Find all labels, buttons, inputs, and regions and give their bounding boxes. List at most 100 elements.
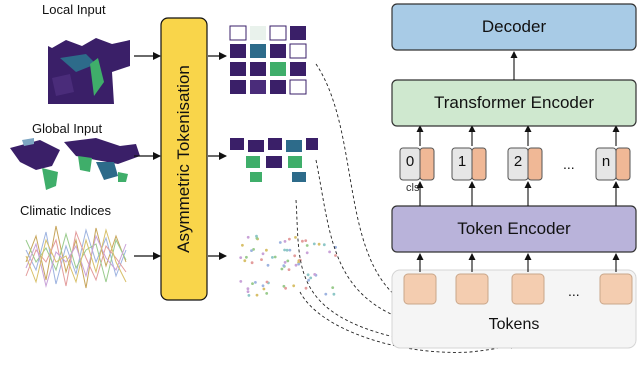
scatter-dot [250,249,253,253]
scatter-dot [250,261,254,265]
local-patch-tokens [229,25,307,95]
decoder-label: Decoder [481,17,547,36]
global-input-label: Global Input [32,121,103,136]
scatter-dot [261,284,265,288]
scatter-dot [246,287,250,291]
scatter-dot [317,242,321,246]
scatter-dot [301,239,304,243]
embedding-value-cell [419,147,435,181]
cls-label: cls [406,182,420,194]
embedding-value-cell [615,147,631,181]
scatter-dot [294,236,297,239]
decoder-box [391,3,637,51]
scatter-dot [331,286,335,289]
scatter-dot [328,250,331,254]
token-encoder-label: Token Encoder [457,219,571,238]
scatter-dot [284,286,287,290]
scatter-dot [262,287,266,291]
token-index-1: 1 [457,153,467,170]
token-encoder-box [391,205,637,253]
scatter-dot [239,256,243,259]
scatter-dot [285,248,289,252]
embedding-ellipsis: ... [563,156,575,172]
scatter-dot [306,273,310,277]
scatter-dot [309,276,313,280]
token-square [403,273,437,305]
global-patch-tokens [230,138,318,182]
embedded-token-row [399,147,631,181]
scatter-dot [252,248,256,251]
scatter-dot [265,292,269,295]
tokeniser-label: Asymmetric Tokenisation [174,65,193,253]
scatter-dot [293,254,297,258]
climatic-indices-image [25,225,127,289]
transformer-encoder-label: Transformer Encoder [434,93,594,112]
scatter-dot [322,243,326,247]
scatter-dot [334,254,337,257]
token-square [599,273,633,305]
scatter-dot [266,263,270,267]
embedding-value-cell [471,147,487,181]
token-squares [403,273,633,305]
token-square [511,273,545,305]
scatter-dot [304,239,308,243]
tokens-ellipsis: ... [568,283,580,299]
scatter-dot [304,286,308,290]
scatter-dot [286,259,290,263]
arrows-embeddings-to-transformer [416,125,620,146]
tokens-panel [391,269,637,349]
global-input-image [10,138,140,190]
scatter-dot [255,236,259,240]
scatter-dot [260,258,263,261]
scatter-dot [332,292,336,296]
scatter-dot [288,237,291,241]
scatter-dot [297,262,301,266]
scatter-dot [247,294,251,297]
scatter-dot [255,234,258,238]
scatter-dot [313,273,317,276]
scatter-dot [305,244,309,247]
scatter-dot [278,241,282,244]
scatter-dot [287,268,291,271]
tokens-label: Tokens [488,316,540,333]
scatter-dot [307,278,310,282]
scatter-dot [305,251,309,255]
embedding-value-cell [527,147,543,181]
scatter-dot [254,281,257,284]
scatter-dot [246,290,250,293]
local-input-image [48,22,130,104]
scatter-dot [288,248,292,252]
scatter-dot [241,243,244,247]
arrows-tokens-to-encoder [416,253,620,272]
scatter-dot [282,284,286,288]
scatter-dot [271,256,274,259]
scatter-dot [283,248,286,252]
tokeniser-box [160,17,208,301]
scatter-dot [239,280,243,283]
token-index-2: 2 [513,153,523,170]
scatter-dot [255,293,259,297]
scatter-dot [246,235,250,239]
arrows-encoder-to-embeddings [416,181,620,206]
local-input-label: Local Input [42,2,106,17]
scatter-dot [312,242,316,246]
scatter-dot [324,292,328,296]
scatter-dot [294,263,298,267]
scatter-dot [265,248,268,252]
scatter-dot [245,255,248,259]
scatter-dot [283,240,287,243]
scatter-dot [265,280,269,284]
scatter-dot [243,259,247,263]
token-square [455,273,489,305]
scatter-dot [280,267,284,271]
scatter-dot [251,282,254,285]
scatter-dot [273,255,277,259]
climatic-indices-label: Climatic Indices [20,203,112,218]
scatter-dot [261,252,265,256]
scatter-dot [292,284,296,288]
token-index-0: 0 [405,153,415,170]
scatter-dot [282,264,286,268]
climatic-scatter-tokens [239,234,337,297]
scatter-dot [283,261,287,264]
